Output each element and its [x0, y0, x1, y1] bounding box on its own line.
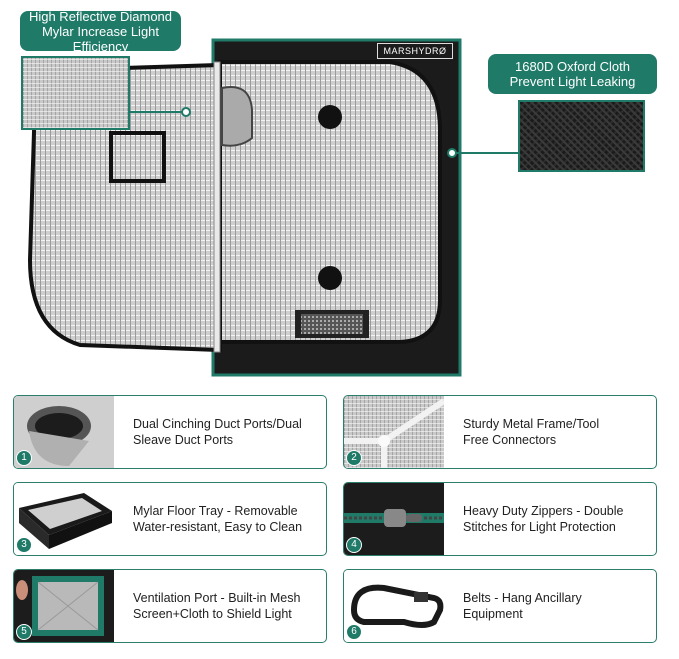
vent-port-icon [14, 570, 114, 642]
feature-card-metal-frame: 2 Sturdy Metal Frame/Tool Free Connector… [343, 395, 657, 469]
oxford-callout: 1680D Oxford Cloth Prevent Light Leaking [488, 54, 657, 94]
oxford-swatch [518, 100, 645, 172]
feature-text-line1: Ventilation Port - Built-in Mesh [133, 591, 301, 605]
feature-number-badge: 6 [346, 624, 362, 640]
feature-number-badge: 4 [346, 537, 362, 553]
feature-text-line1: Sturdy Metal Frame/Tool [463, 417, 600, 431]
feature-card-floor-tray: 3 Mylar Floor Tray - Removable Water-res… [13, 482, 327, 556]
feature-number-badge: 5 [16, 624, 32, 640]
feature-number-badge: 3 [16, 537, 32, 553]
oxford-connector-dot [447, 148, 457, 158]
feature-text-line1: Mylar Floor Tray - Removable [133, 504, 298, 518]
tent-inner-mylar [218, 60, 442, 344]
feature-text-line1: Belts - Hang Ancillary [463, 591, 582, 605]
mylar-swatch [21, 56, 130, 130]
brand-logo: MARSHYDRØ [377, 43, 453, 59]
frame-pole [213, 61, 221, 353]
sleeve-duct [221, 86, 253, 147]
feature-card-duct-ports: 1 Dual Cinching Duct Ports/Dual Sleave D… [13, 395, 327, 469]
mylar-callout: High Reflective Diamond Mylar Increase L… [20, 8, 181, 54]
feature-text-line2: Water-resistant, Easy to Clean [133, 520, 303, 534]
feature-text-line2: Free Connectors [463, 433, 557, 447]
feature-text-line1: Heavy Duty Zippers - Double [463, 504, 624, 518]
mylar-callout-line2: Mylar Increase Light Efficiency [41, 23, 160, 54]
oxford-callout-line1: 1680D Oxford Cloth [515, 59, 630, 74]
feature-text-line2: Equipment [463, 607, 523, 621]
feature-card-ventilation: 5 Ventilation Port - Built-in Mesh Scree… [13, 569, 327, 643]
feature-number-badge: 2 [346, 450, 362, 466]
duct-hole-upper [318, 105, 342, 129]
oxford-callout-line2: Prevent Light Leaking [509, 74, 636, 89]
duct-hole-lower [318, 266, 342, 290]
door-window [109, 131, 166, 183]
vent-mesh [301, 314, 363, 334]
mylar-connector-dot [181, 107, 191, 117]
duct-port-icon [14, 396, 114, 468]
feature-text-line2: Sleave Duct Ports [133, 433, 234, 447]
floor-tray-icon [14, 483, 114, 555]
feature-number-badge: 1 [16, 450, 32, 466]
feature-card-belts: 6 Belts - Hang Ancillary Equipment [343, 569, 657, 643]
tent-illustration [27, 38, 520, 377]
mylar-callout-line1: High Reflective Diamond [28, 8, 173, 24]
feature-text-line1: Dual Cinching Duct Ports/Dual [133, 417, 302, 431]
feature-text-line2: Screen+Cloth to Shield Light [133, 607, 292, 621]
feature-card-zippers: 4 Heavy Duty Zippers - Double Stitches f… [343, 482, 657, 556]
feature-text-line2: Stitches for Light Protection [463, 520, 616, 534]
